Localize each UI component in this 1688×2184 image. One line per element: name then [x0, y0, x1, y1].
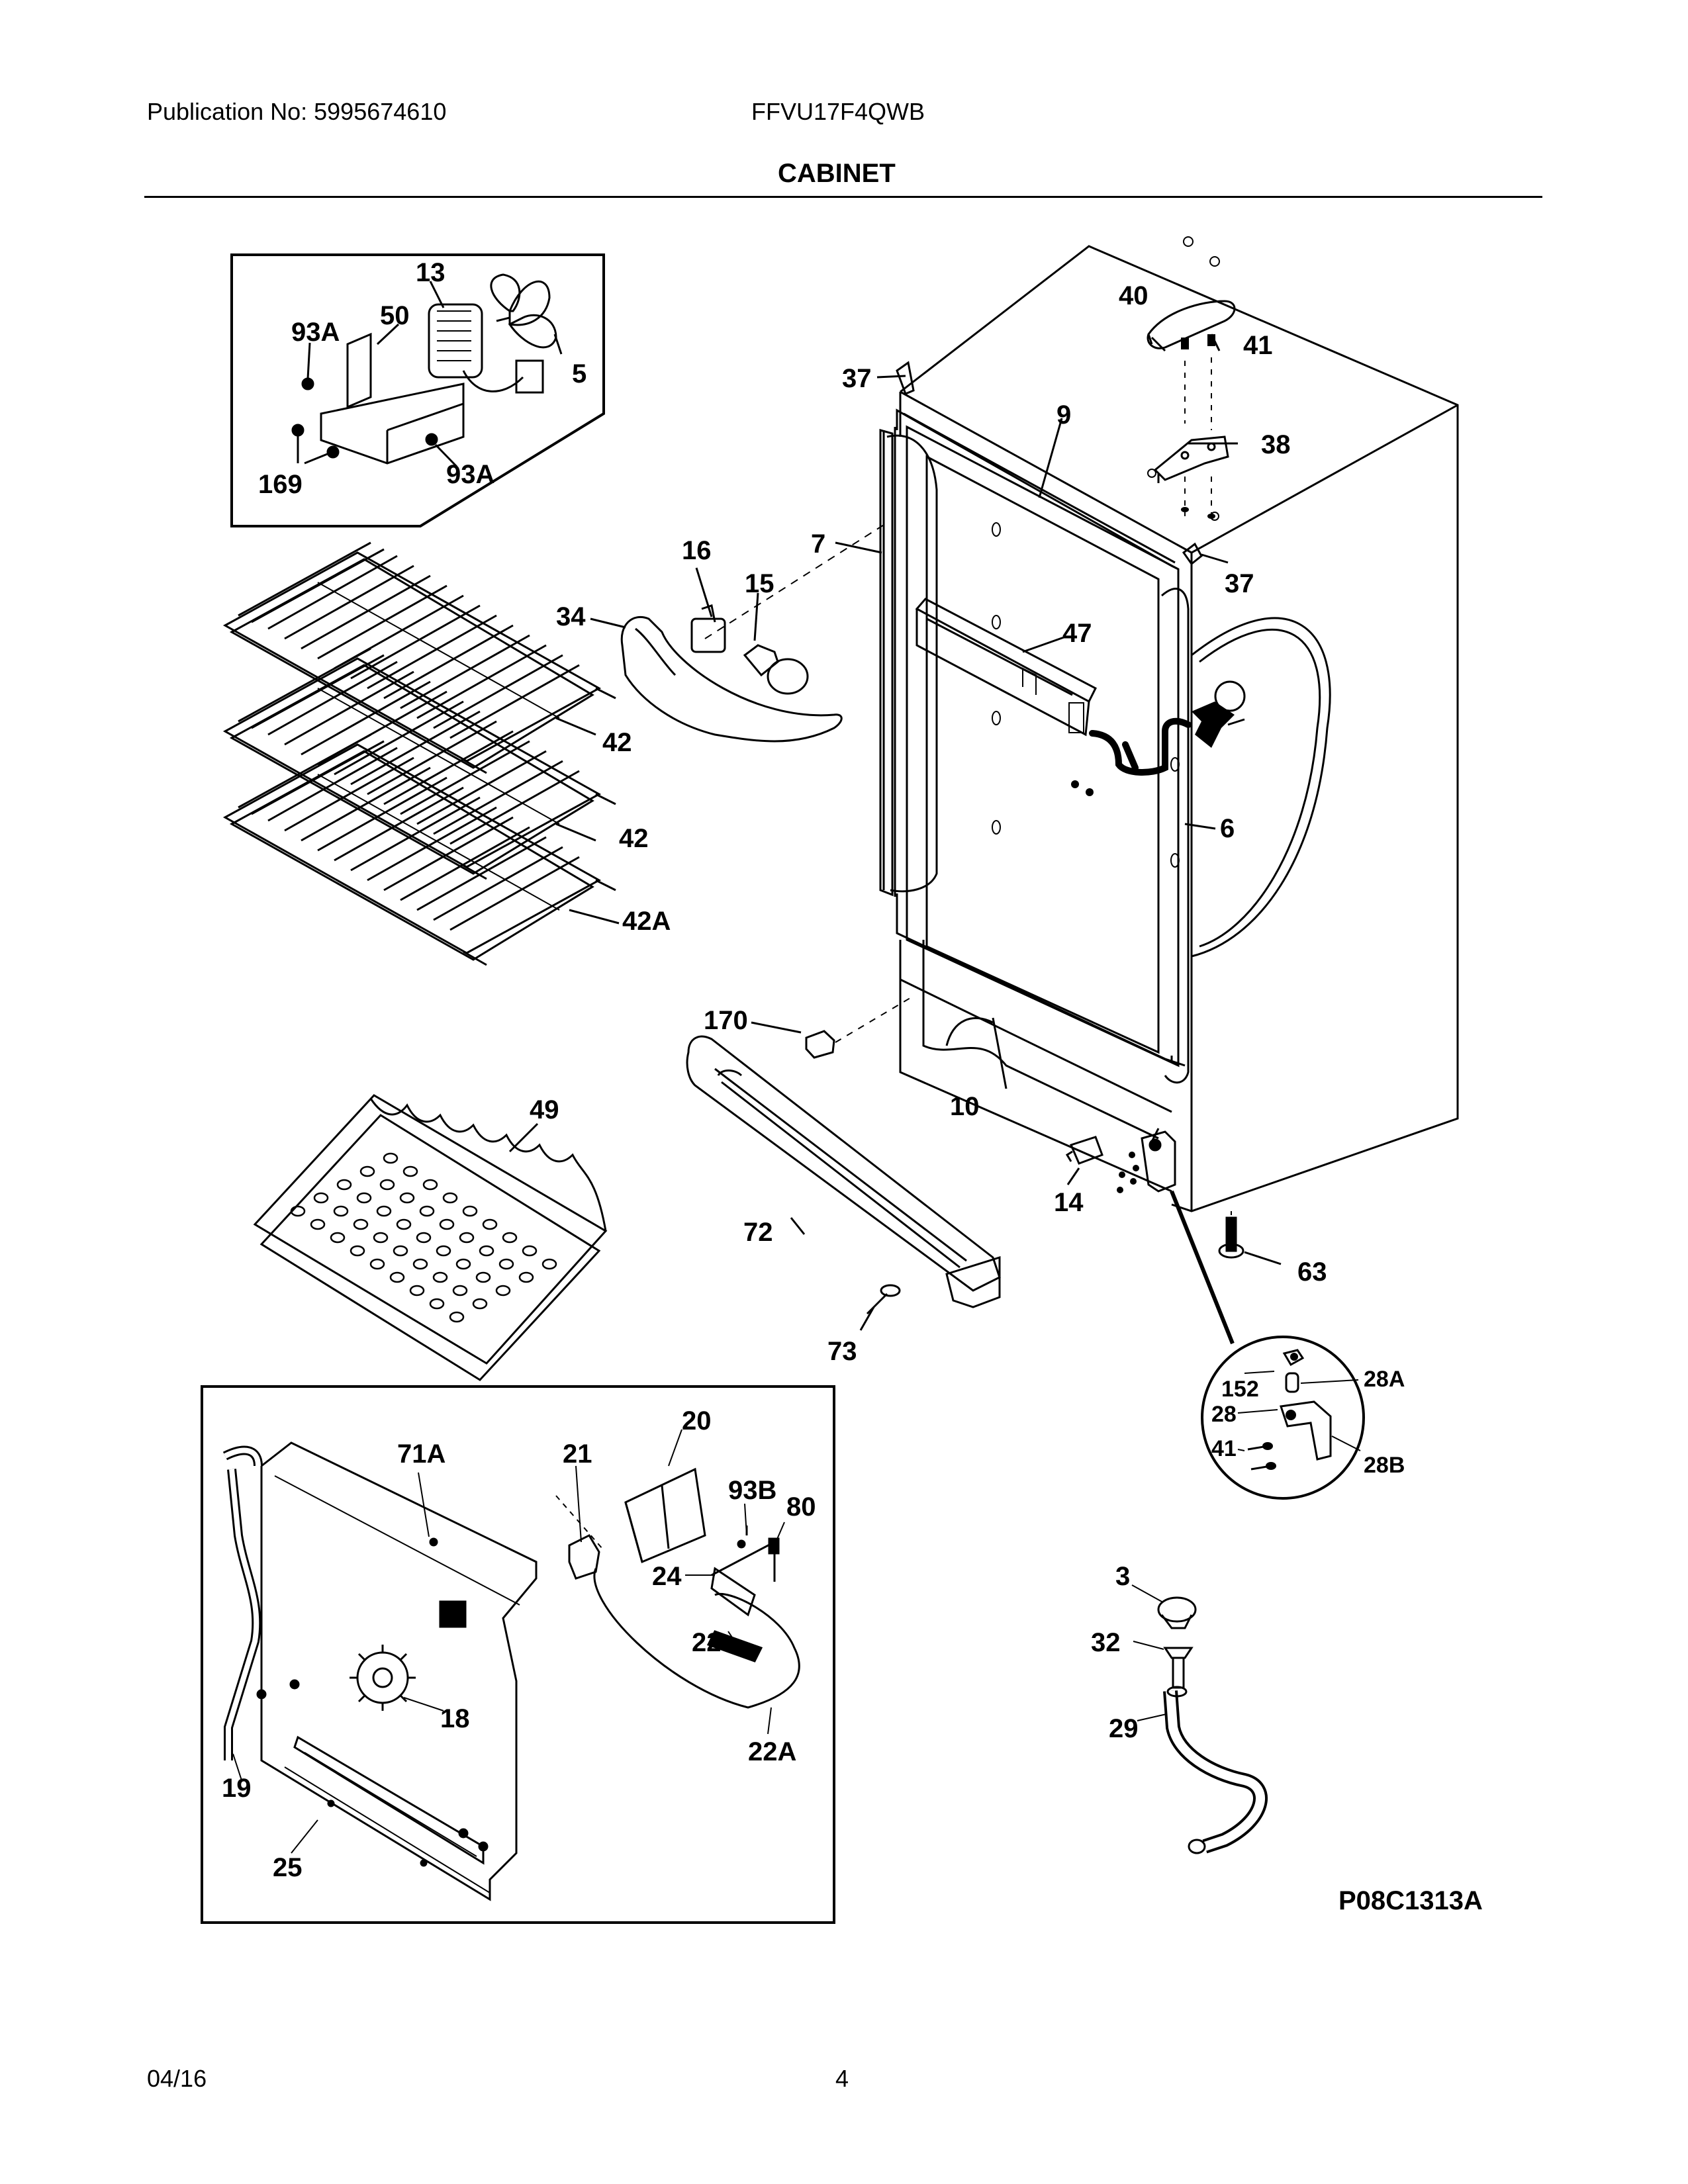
callout-93a: 93A	[291, 318, 340, 347]
wiring-harness	[1089, 717, 1192, 776]
hinge-screws-top	[1181, 334, 1215, 519]
footer-date: 04/16	[147, 2065, 207, 2092]
page-number: 4	[835, 2065, 849, 2092]
grille-screw	[859, 1284, 901, 1331]
leveling-leg	[1218, 1211, 1282, 1265]
fan-motor-inset	[230, 253, 605, 527]
callout-19: 19	[222, 1774, 252, 1803]
cabinet-leader-lines	[835, 334, 1238, 1089]
callout-49: 49	[530, 1095, 559, 1124]
callout-80: 80	[786, 1492, 816, 1522]
callout-22a: 22A	[748, 1737, 796, 1766]
callout-41-top: 41	[1243, 331, 1273, 360]
figure-id: P08C1313A	[1338, 1886, 1483, 1915]
callout-71a: 71A	[397, 1439, 445, 1469]
callout-28: 28	[1211, 1402, 1237, 1427]
callout-28a: 28A	[1364, 1367, 1405, 1392]
callout-42a: 42A	[622, 907, 671, 936]
top-hinge	[1147, 300, 1236, 523]
callout-22: 22	[692, 1628, 722, 1657]
callout-42-upper: 42	[602, 728, 632, 757]
callout-32: 32	[1091, 1628, 1121, 1657]
callout-labels: 13 93A 50 5 169 93A 40 41 37 9 38 37 7 1…	[222, 258, 1483, 1915]
shelf-3	[222, 733, 616, 966]
cabinet-holes	[992, 236, 1220, 868]
callout-93b: 93B	[728, 1476, 776, 1505]
callout-16: 16	[682, 536, 712, 565]
switch-14	[1065, 1136, 1103, 1185]
evaporator-inset	[201, 1385, 835, 1924]
header-rule	[144, 196, 1542, 198]
callout-15: 15	[745, 569, 774, 598]
cabinet-body	[879, 236, 1459, 1212]
inset-leader-lines	[232, 1429, 785, 1854]
callout-25: 25	[273, 1853, 303, 1882]
defrost-parts	[568, 1467, 800, 1709]
callout-28b: 28B	[1364, 1453, 1405, 1478]
harness-clip	[1192, 702, 1245, 748]
callout-73: 73	[827, 1337, 857, 1366]
callout-5: 5	[572, 359, 586, 388]
callout-29: 29	[1109, 1714, 1139, 1743]
shelf-1	[222, 541, 616, 774]
hinge-screws-bottom	[1117, 1152, 1139, 1193]
callout-42-middle: 42	[619, 824, 649, 853]
callout-37-left: 37	[842, 364, 872, 393]
callout-6: 6	[1220, 814, 1235, 843]
fan-motor	[428, 303, 544, 394]
light-housing	[915, 598, 1097, 737]
leader-lines	[297, 281, 563, 468]
drain-heater-inner	[224, 1447, 261, 1760]
bottom-hinge	[1141, 1128, 1176, 1193]
evaporator-cover	[256, 1441, 538, 1901]
gasket	[882, 408, 1179, 897]
hinge-detail-connector	[1170, 1190, 1235, 1345]
callout-72: 72	[743, 1218, 773, 1247]
callout-38: 38	[1261, 430, 1291, 459]
model-number: FFVU17F4QWB	[751, 98, 925, 125]
callout-41-hinge: 41	[1211, 1436, 1237, 1461]
toe-grille	[686, 1035, 1001, 1308]
callout-3: 3	[1115, 1562, 1130, 1591]
fan-hub	[350, 1645, 416, 1711]
callout-9: 9	[1056, 400, 1071, 430]
light-assembly	[590, 522, 888, 743]
hinge-detail-circle	[1201, 1336, 1365, 1500]
callout-34: 34	[556, 602, 586, 631]
callout-10: 10	[950, 1092, 980, 1121]
callout-20: 20	[682, 1406, 712, 1435]
callout-14: 14	[1054, 1188, 1084, 1217]
callout-21: 21	[563, 1439, 592, 1469]
basket-holes	[290, 1152, 557, 1323]
callout-93a-lower: 93A	[446, 460, 494, 489]
callout-50: 50	[380, 301, 410, 330]
callout-37-right: 37	[1225, 569, 1254, 598]
fan-blade	[490, 273, 557, 349]
callout-7: 7	[811, 529, 825, 559]
wire-basket	[253, 1094, 608, 1381]
hinge-caps	[896, 361, 1203, 566]
shelf-2	[222, 647, 616, 880]
section-title: CABINET	[778, 159, 896, 188]
callout-170: 170	[704, 1006, 748, 1035]
callout-18: 18	[440, 1704, 470, 1733]
drain-assembly	[1131, 1584, 1268, 1854]
callout-169: 169	[258, 470, 303, 499]
publication-number: Publication No: 5995674610	[147, 98, 447, 125]
plug-170	[751, 995, 914, 1059]
callout-24: 24	[652, 1562, 682, 1591]
wire-shelves	[222, 541, 620, 966]
callout-152: 152	[1221, 1377, 1259, 1402]
harness-screws	[1071, 780, 1094, 796]
screws	[291, 377, 438, 459]
callout-63: 63	[1297, 1257, 1327, 1287]
callout-47: 47	[1062, 619, 1092, 648]
fan-motor-bracket	[320, 332, 465, 465]
callout-40: 40	[1119, 281, 1149, 310]
callout-13: 13	[416, 258, 445, 287]
